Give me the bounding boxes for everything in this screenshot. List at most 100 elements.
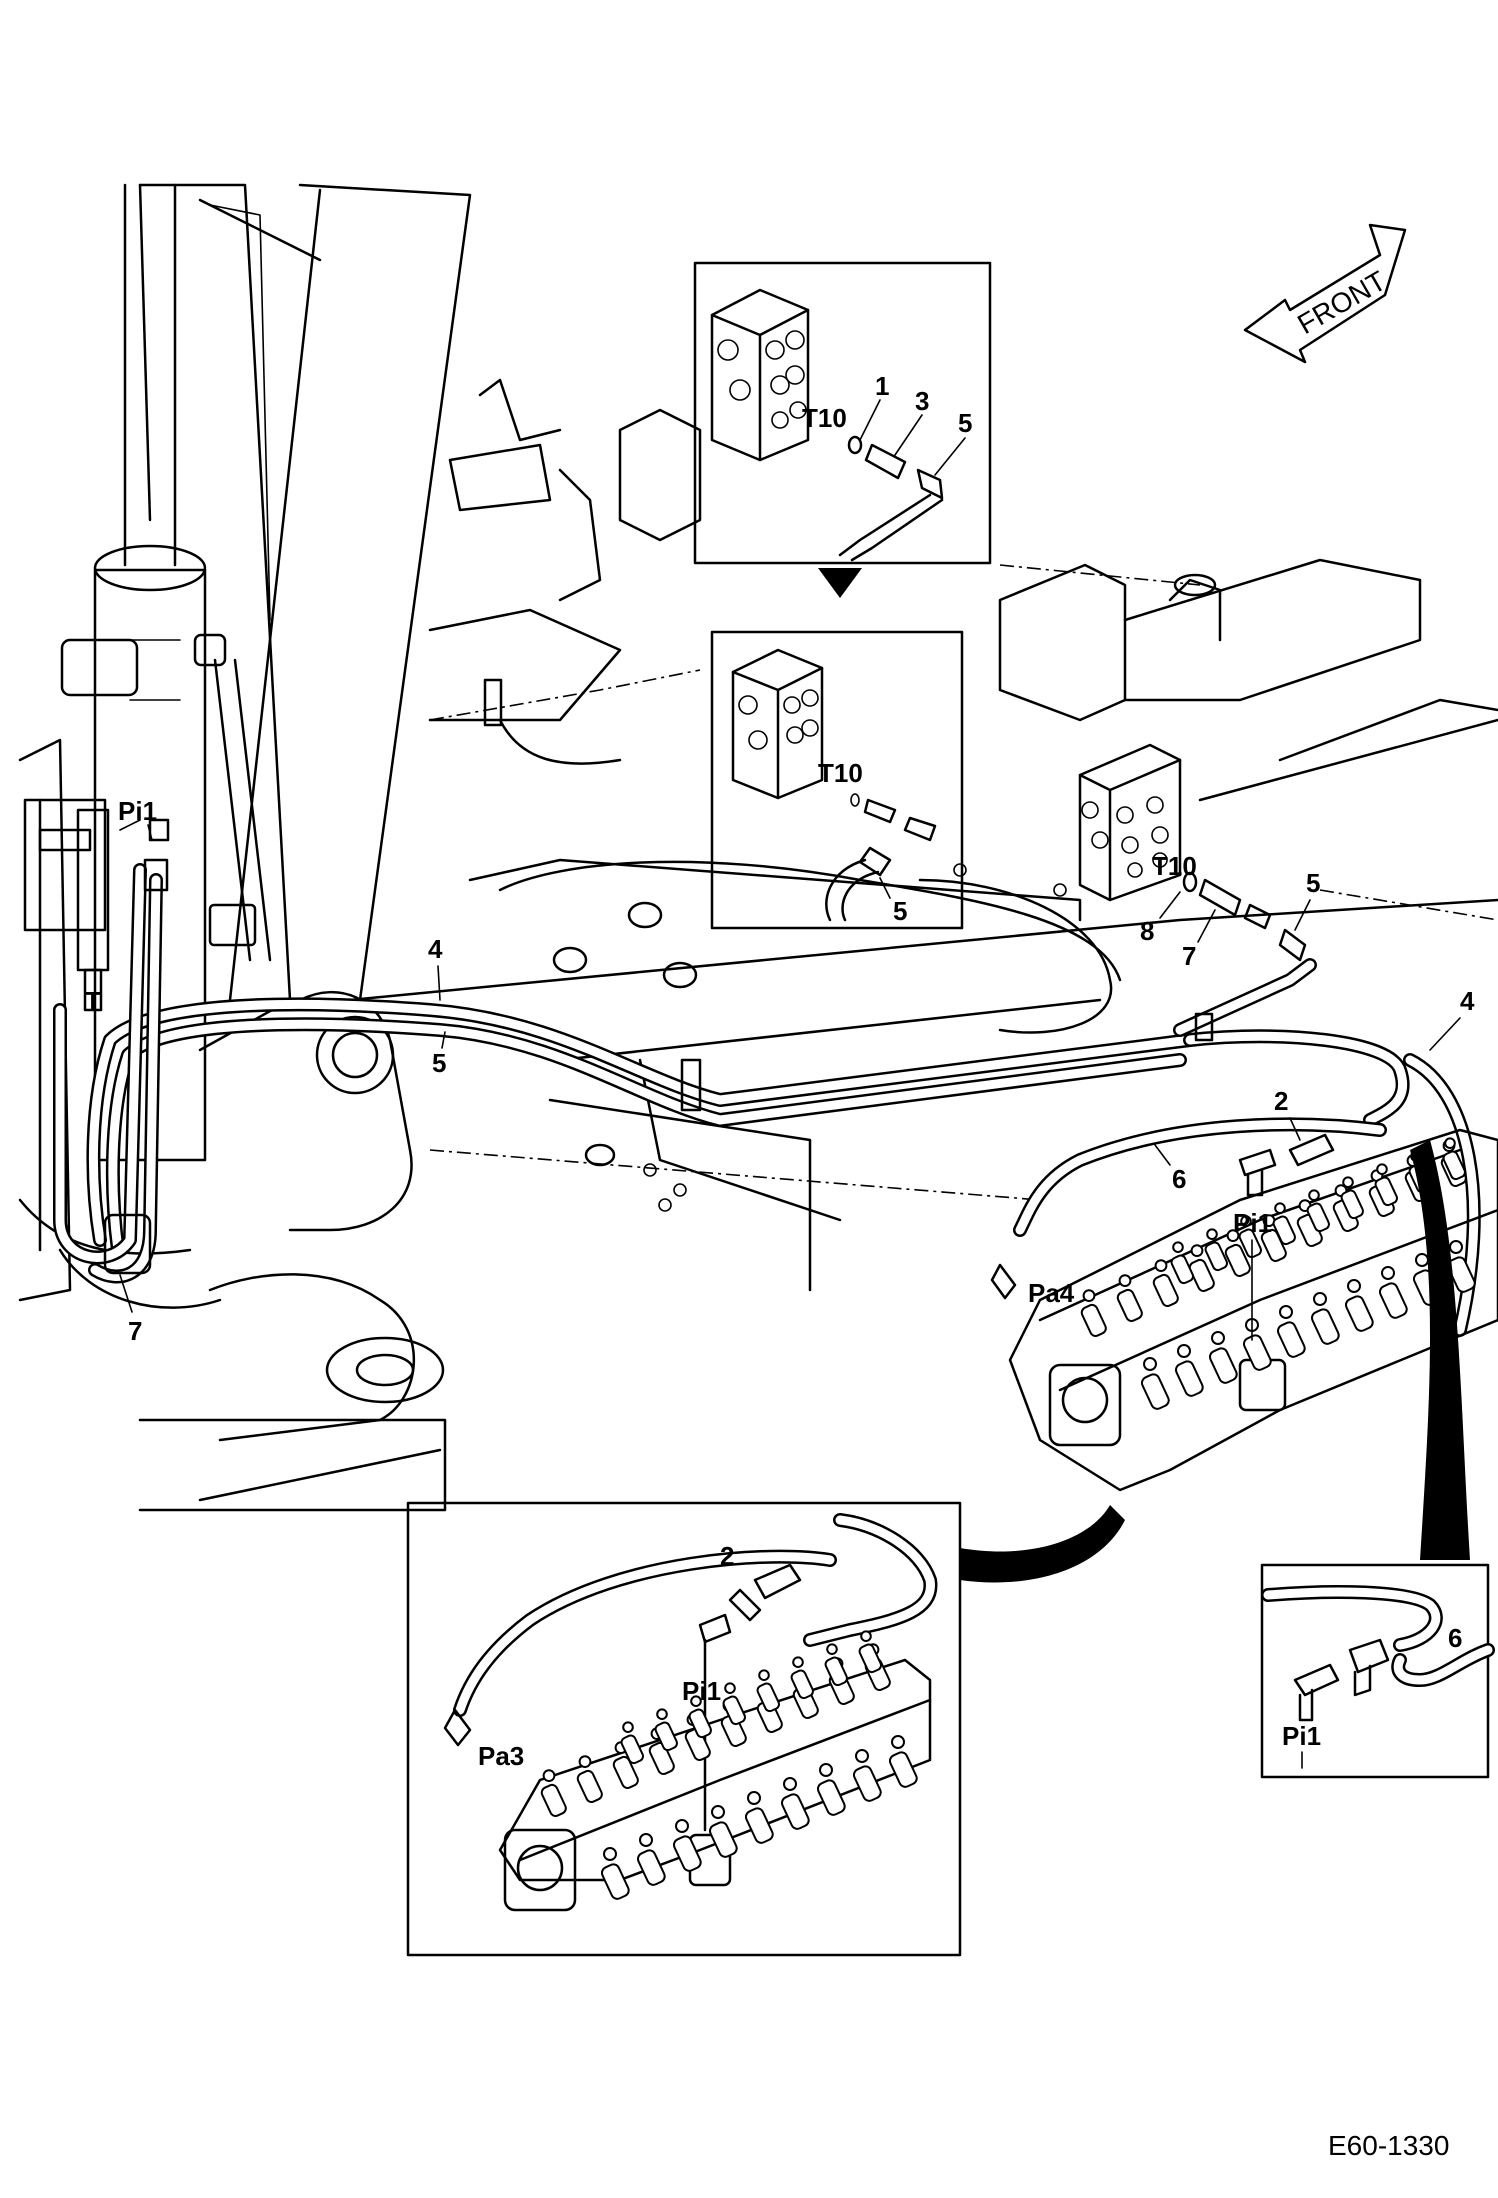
valve-spool [852,1765,882,1802]
valve-spool [654,1721,678,1752]
valve-port [1154,1259,1168,1272]
label-hose-6: 6 [1172,1164,1186,1194]
valve-port [1308,1189,1320,1201]
valve-spool [540,1783,567,1817]
detail-mid-part-5-label: 5 [893,896,907,926]
valve-port [1342,1176,1354,1188]
valve-port [675,1819,689,1833]
valve-spool [672,1835,702,1872]
valve-spool [1188,1258,1215,1292]
label-clamp-7-left: 7 [128,1316,142,1346]
valve-spool [756,1682,780,1713]
valve-spool [1208,1347,1238,1384]
valve-spool [780,1793,810,1830]
valve-port [747,1791,761,1805]
valve-spool [1340,1189,1364,1220]
valve-port [690,1695,702,1707]
valve-port [639,1833,653,1847]
valve-spool [1204,1241,1228,1272]
transition-arrow [818,568,862,598]
label-hose-4-right: 4 [1460,986,1475,1016]
valve-spool [648,1741,675,1775]
detail-box-bottom: 2 Pi1 Pa3 [406,1501,962,1957]
callout-swoosh-bottom [960,1505,1125,1583]
valve-port [855,1749,869,1763]
valve-spool [824,1656,848,1687]
valve-port [1381,1266,1395,1280]
detail-right-pi1-label: Pi1 [1282,1721,1321,1751]
valve-port [1449,1240,1463,1254]
valve-spool [1170,1254,1194,1285]
valve-spool [888,1751,918,1788]
valve-spool [1446,1256,1476,1293]
valve-port [1313,1292,1327,1306]
valve-spool [576,1769,603,1803]
valve-spool [1276,1321,1306,1358]
valve-spool [1374,1176,1398,1207]
valve-spool [1378,1282,1408,1319]
valve-port [1279,1305,1293,1319]
valve-spool [636,1849,666,1886]
valve-port [711,1805,725,1819]
figure-code: E60-1330 [1328,2130,1449,2161]
valve-port [1274,1202,1286,1214]
valve-spool [708,1821,738,1858]
valve-port [656,1708,668,1720]
callout-swoosh-right [1410,1140,1470,1560]
valve-spool [744,1807,774,1844]
label-hose-5-left: 5 [432,1048,446,1078]
valve-port [622,1721,634,1733]
valve-port [542,1769,556,1782]
valve-port [603,1847,617,1861]
valve-port [1347,1279,1361,1293]
main-view-labels: Pi1 T 4 5 7 T10 8 7 5 4 2 6 Pi1 Pa4 [85,796,1475,1346]
valve-spool [790,1669,814,1700]
main-control-valve [1008,1128,1498,1492]
detail-box-mid: T10 5 [710,630,964,930]
valve-port [860,1630,872,1642]
distribution-block-main [1078,743,1307,962]
detail-mid-t10-label: T10 [818,758,863,788]
label-t10-block: T10 [1152,851,1197,881]
valve-port [891,1735,905,1749]
front-direction-arrow: FRONT [1243,223,1407,364]
valve-port [758,1669,770,1681]
valve-spool [1242,1334,1272,1371]
valve-spool [1442,1150,1466,1181]
valve-port [1177,1344,1191,1358]
valve-port [1082,1289,1096,1302]
boom-structure [18,183,472,1512]
valve-port [724,1682,736,1694]
valve-spool [816,1779,846,1816]
detail-box-top: T10 1 3 5 [693,261,992,565]
detail-top-part-3-label: 3 [915,386,929,416]
detail-bottom-spools [540,1630,918,1900]
valve-spool [1152,1273,1179,1307]
boom-pilot-valve [23,798,170,1012]
valve-port [1172,1241,1184,1253]
detail-bottom-pa3-label: Pa3 [478,1741,524,1771]
valve-spool [720,1713,747,1747]
label-t-boom: T [85,986,101,1016]
detail-bottom-part-2-label: 2 [720,1541,734,1571]
valve-spool [1310,1308,1340,1345]
valve-spool [1116,1288,1143,1322]
hose-routing [53,863,1481,1337]
label-hose-5-right: 5 [1306,868,1320,898]
valve-spool [1272,1215,1296,1246]
label-pa4: Pa4 [1028,1278,1075,1308]
valve-spool [688,1708,712,1739]
valve-spool [620,1734,644,1765]
valve-spool [1344,1295,1374,1332]
valve-port [1240,1215,1252,1227]
valve-port [1444,1137,1456,1149]
valve-spool [600,1863,630,1900]
valve-port [792,1656,804,1668]
valve-spool [722,1695,746,1726]
valve-port [1143,1357,1157,1371]
valve-port [1118,1274,1132,1287]
valve-spool [1224,1243,1251,1277]
valve-spool [1238,1228,1262,1259]
valve-port [1190,1244,1204,1257]
